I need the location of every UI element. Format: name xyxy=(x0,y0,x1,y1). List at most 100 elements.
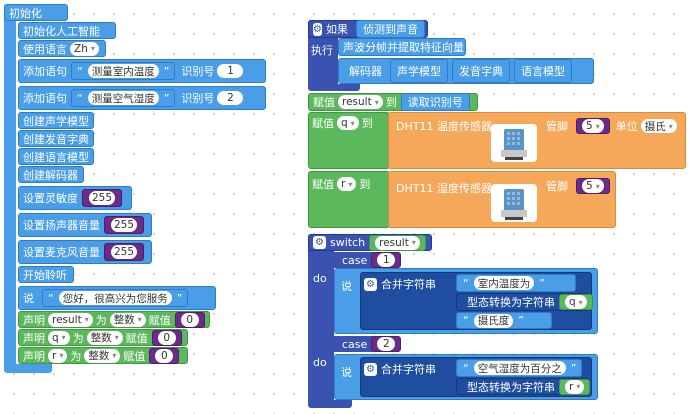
result-var-dropdown[interactable]: result xyxy=(338,95,383,109)
set-sensitivity-block[interactable]: 设置灵敏度 255 xyxy=(18,186,132,210)
heard-sound-block[interactable]: 侦测到声音 xyxy=(355,20,425,38)
sensitivity-slot[interactable]: 255 xyxy=(82,189,123,207)
sensitivity-value[interactable]: 255 xyxy=(89,191,116,205)
init-block-frame[interactable] xyxy=(4,4,16,372)
id-value-1[interactable]: 1 xyxy=(217,64,244,78)
text-block-unit[interactable]: “ 摄氏度 ” xyxy=(456,312,552,329)
text-block-humidity[interactable]: “ 空气湿度为百分之 ” xyxy=(456,359,582,377)
start-listen-block[interactable]: 开始聆听 xyxy=(18,266,74,283)
declare-block-result[interactable]: 声明 result 为 整数 赋值 0 xyxy=(18,311,210,328)
var-r-dropdown[interactable]: r xyxy=(48,348,68,363)
create-acoustic-block[interactable]: 创建声学模型 xyxy=(18,112,94,129)
say-block[interactable]: 说 “ 您好，很高兴为您服务 ” xyxy=(18,286,216,310)
mic-slot[interactable]: 255 xyxy=(104,243,145,261)
case1-row[interactable]: case 1 xyxy=(308,252,402,268)
open-quote-icon: “ xyxy=(463,314,469,327)
cast-q-dropdown[interactable]: q xyxy=(565,295,587,309)
add-sentence-block-1[interactable]: 添加语句 “ 测量室内温度 ” 识别号 1 xyxy=(18,59,266,83)
value-slot[interactable]: 0 xyxy=(149,347,180,364)
read-id-block[interactable]: 读取识别号 xyxy=(400,93,470,111)
mic-value[interactable]: 255 xyxy=(111,245,138,259)
cast-block-q[interactable]: 型态转换为字符串 q xyxy=(456,293,593,311)
case1-value[interactable]: 1 xyxy=(377,253,396,267)
say-text-value[interactable]: 您好，很高兴为您服务 xyxy=(58,291,172,305)
create-dict-block[interactable]: 创建发音字典 xyxy=(18,130,94,147)
set-speaker-block[interactable]: 设置扬声器音量 255 xyxy=(18,213,152,237)
init-ai-label: 初始化人工智能 xyxy=(23,24,100,38)
type-dropdown[interactable]: 整数 xyxy=(109,312,146,327)
var-result-dropdown[interactable]: result xyxy=(48,312,93,327)
case2-slot[interactable]: 2 xyxy=(371,336,402,352)
create-lang-label: 创建语言模型 xyxy=(23,150,89,164)
init-ai-block[interactable]: 初始化人工智能 xyxy=(18,22,116,39)
switch-var-dropdown[interactable]: result xyxy=(375,235,420,250)
create-decoder-block[interactable]: 创建解码器 xyxy=(18,166,84,183)
assign-label: 赋值 xyxy=(312,178,334,191)
switch-header[interactable]: ⚙ switch result xyxy=(308,234,432,251)
open-quote-icon: “ xyxy=(463,276,469,290)
gear-icon[interactable]: ⚙ xyxy=(364,277,377,291)
var-q-value[interactable]: 0 xyxy=(157,330,176,345)
gear-icon[interactable]: ⚙ xyxy=(313,236,326,249)
decoder-block[interactable]: 解码器 声学模型 发音字典 语言模型 xyxy=(338,58,594,84)
var-r-value[interactable]: 0 xyxy=(155,348,174,363)
pin-dropdown[interactable]: 5 xyxy=(582,179,604,193)
concat-label: 合并字符串 xyxy=(381,363,436,376)
sentence-text-1[interactable]: “ 测量室内温度 ” xyxy=(71,62,176,80)
text-temp-value[interactable]: 室内温度为 xyxy=(473,276,535,290)
switch-footer xyxy=(308,400,352,408)
text-humidity-value[interactable]: 空气湿度为百分之 xyxy=(473,361,566,375)
case1-slot[interactable]: 1 xyxy=(371,252,402,268)
cast-var-slot[interactable]: q xyxy=(559,294,593,310)
text-unit-value[interactable]: 摄氏度 xyxy=(473,313,514,328)
assign-result-block[interactable]: 赋值 result 到 读取识别号 xyxy=(308,93,478,111)
if-header[interactable]: ⚙ 如果 侦测到声音 xyxy=(308,20,428,38)
use-lang-block[interactable]: 使用语言 Zh xyxy=(18,40,106,57)
set-mic-label: 设置麦克风音量 xyxy=(23,246,100,259)
sentence-text-2[interactable]: “ 测量空气湿度 ” xyxy=(71,89,176,107)
cast-r-dropdown[interactable]: r xyxy=(565,379,585,394)
var-result-value[interactable]: 0 xyxy=(180,312,199,327)
speaker-slot[interactable]: 255 xyxy=(104,216,145,234)
type-dropdown[interactable]: 整数 xyxy=(84,348,121,363)
temp-sensor-block[interactable] xyxy=(388,112,686,169)
as-label: 为 xyxy=(72,331,84,345)
r-var-dropdown[interactable]: r xyxy=(337,177,357,191)
switch-var-slot[interactable]: result xyxy=(369,234,426,251)
init-header[interactable]: 初始化 xyxy=(4,4,68,21)
value-slot[interactable]: 0 xyxy=(174,311,205,328)
value-slot[interactable]: 0 xyxy=(151,329,182,346)
declare-block-q[interactable]: 声明 q 为 整数 赋值 0 xyxy=(18,329,188,346)
extract-block[interactable]: 声波分帧并提取特征向量 xyxy=(338,38,466,56)
gear-icon[interactable]: ⚙ xyxy=(313,22,322,36)
id-value-2[interactable]: 2 xyxy=(217,91,244,105)
declare-block-r[interactable]: 声明 r 为 整数 赋值 0 xyxy=(18,347,188,364)
cast-block-r[interactable]: 型态转换为字符串 r xyxy=(456,378,591,395)
type-dropdown[interactable]: 整数 xyxy=(86,330,123,345)
add-sentence-block-2[interactable]: 添加语句 “ 测量空气湿度 ” 识别号 2 xyxy=(18,86,266,110)
sentence-2-value[interactable]: 测量空气湿度 xyxy=(87,91,159,105)
temp-sensor-title: DHT11 温度传感器 xyxy=(396,118,492,134)
acoustic-slot[interactable]: 声学模型 xyxy=(390,59,448,83)
say-text-slot[interactable]: “ 您好，很高兴为您服务 ” xyxy=(42,289,189,307)
gear-icon[interactable]: ⚙ xyxy=(364,362,377,376)
q-var-dropdown[interactable]: q xyxy=(337,116,359,130)
speaker-value[interactable]: 255 xyxy=(111,218,138,232)
case2-value[interactable]: 2 xyxy=(377,337,396,351)
pin-slot[interactable]: 5 xyxy=(576,118,610,134)
langmodel-slot[interactable]: 语言模型 xyxy=(514,59,572,83)
pin-label: 管脚 xyxy=(546,180,568,193)
pin-dropdown[interactable]: 5 xyxy=(582,119,604,133)
text-block-temp[interactable]: “ 室内温度为 ” xyxy=(456,274,576,292)
concat1-header: ⚙ 合并字符串 xyxy=(364,276,436,292)
cast-var-slot[interactable]: r xyxy=(559,378,591,395)
set-mic-block[interactable]: 设置麦克风音量 255 xyxy=(18,240,152,264)
dict-slot[interactable]: 发音字典 xyxy=(452,59,510,83)
pin-slot[interactable]: 5 xyxy=(576,178,610,194)
sentence-1-value[interactable]: 测量室内温度 xyxy=(87,64,159,78)
lang-dropdown[interactable]: Zh xyxy=(70,41,99,56)
create-lang-block[interactable]: 创建语言模型 xyxy=(18,148,94,165)
var-q-dropdown[interactable]: q xyxy=(48,330,70,345)
unit-dropdown[interactable]: 摄氏 xyxy=(640,119,677,133)
case2-row[interactable]: case 2 xyxy=(308,336,402,352)
